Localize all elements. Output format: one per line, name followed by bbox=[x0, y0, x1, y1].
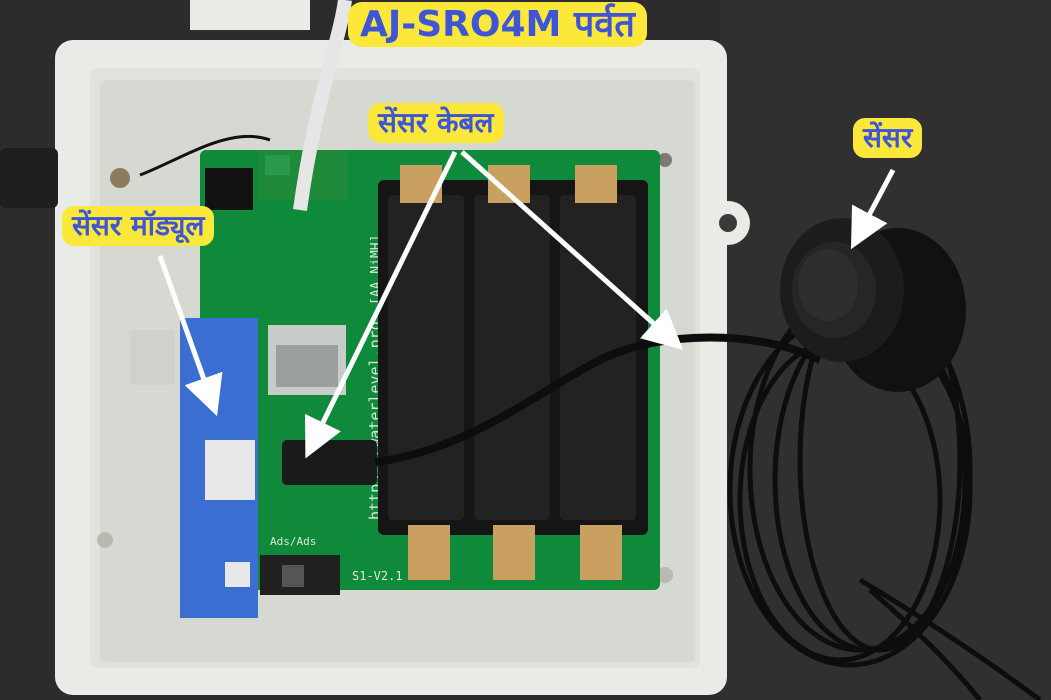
arrow-to-sensor bbox=[850, 168, 896, 250]
arrow-to-module bbox=[157, 255, 223, 417]
sensor-module-label: सेंसर मॉड्यूल bbox=[62, 206, 215, 247]
cable-coil bbox=[727, 267, 1042, 700]
pcb-version-text: S1-V2.1 bbox=[352, 569, 403, 583]
sensor-module-board bbox=[130, 318, 258, 618]
pcb-switch-text: Ads/Ads bbox=[270, 535, 316, 548]
sensor-cable-label: सेंसर केबल bbox=[368, 103, 504, 144]
sensor-label: सेंसर bbox=[853, 118, 923, 159]
battery-holder bbox=[378, 165, 648, 580]
arrow-cable-to-connector bbox=[304, 150, 458, 459]
arrow-cable-to-wire bbox=[460, 150, 684, 351]
ultrasonic-sensor bbox=[780, 218, 966, 392]
title-label: AJ-SRO4M पर्वत bbox=[348, 2, 647, 48]
annotation-arrows bbox=[157, 150, 896, 459]
